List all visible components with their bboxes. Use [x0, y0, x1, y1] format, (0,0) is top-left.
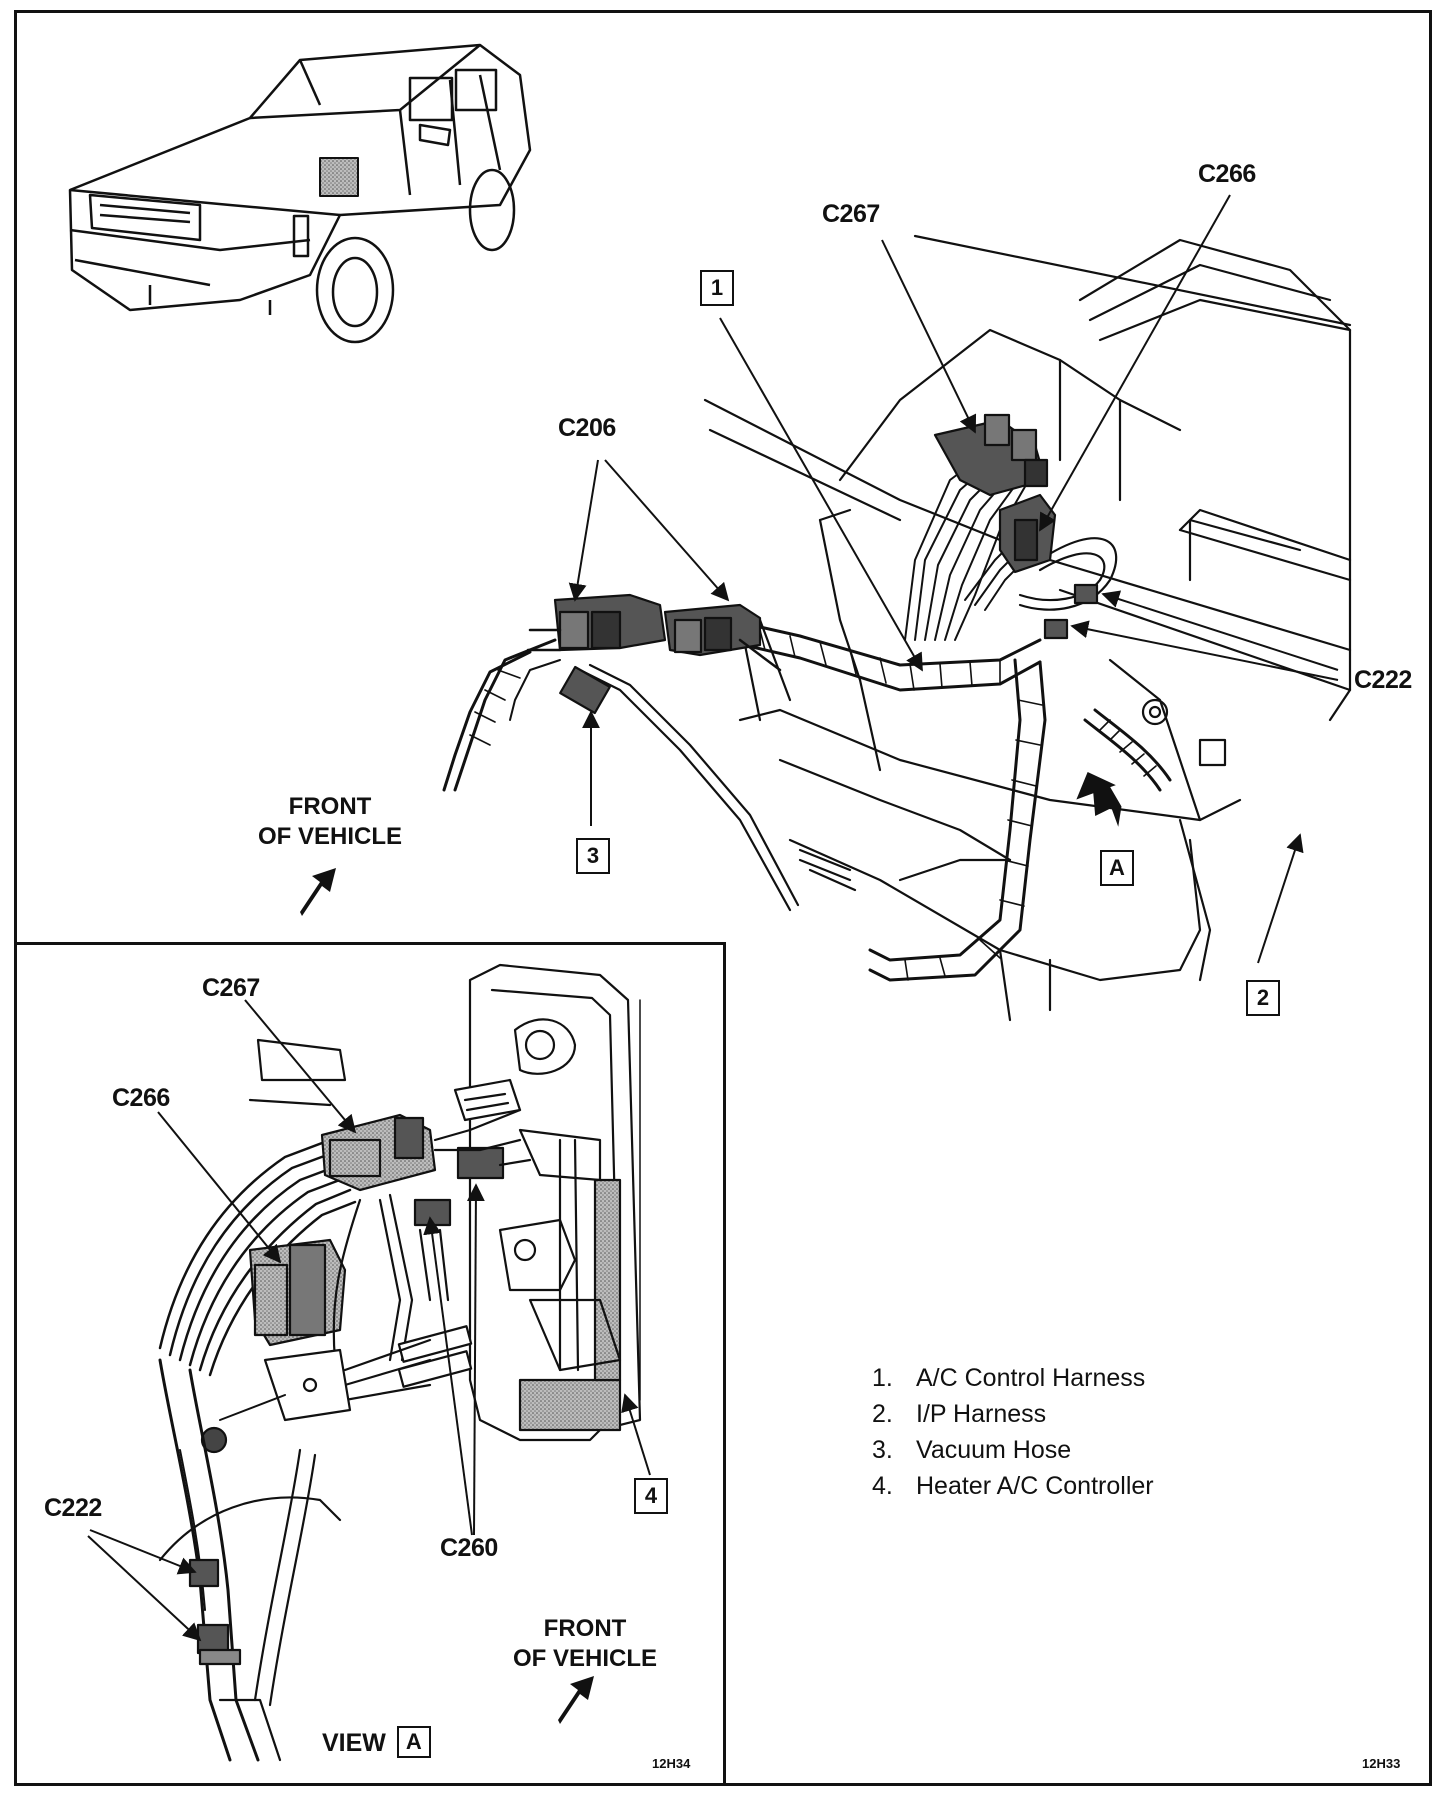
view-a-title: VIEW A	[322, 1726, 431, 1760]
c267-view-connector-shape	[320, 1113, 437, 1192]
c267-connector-shape	[933, 413, 1049, 497]
legend: 1. A/C Control Harness 2. I/P Harness 3. Va…	[872, 1360, 1154, 1504]
front-of-vehicle-view: FRONT OF VEHICLE	[490, 1614, 680, 1674]
view-a-inset-frame	[14, 942, 726, 1786]
c267-view-label: C267	[202, 974, 260, 1002]
c206-label: C206	[558, 414, 616, 442]
c260-label: C260	[440, 1534, 498, 1562]
legend-text: A/C Control Harness	[916, 1364, 1146, 1392]
legend-item: 1. A/C Control Harness	[872, 1360, 1154, 1396]
view-label: VIEW	[322, 1729, 386, 1757]
figure-code-main: 12H33	[1362, 1756, 1401, 1771]
front-arrow-main	[300, 868, 336, 916]
callout-3: 3	[576, 838, 610, 874]
front-line1: FRONT	[288, 793, 372, 820]
view-letter-box: A	[396, 1726, 431, 1758]
legend-num: 3.	[872, 1436, 893, 1464]
callout-1: 1	[700, 270, 734, 306]
legend-text: Vacuum Hose	[916, 1436, 1072, 1464]
legend-num: 1.	[872, 1364, 893, 1392]
front-of-vehicle-main: FRONT OF VEHICLE	[240, 792, 420, 852]
vehicle-thumbnail	[68, 43, 532, 344]
view-a-drawing	[158, 963, 642, 1762]
c267-label: C267	[822, 200, 880, 228]
main-leader-lines	[568, 194, 1339, 964]
c222-view-connector-shape-b	[196, 1623, 230, 1655]
c260-connector-shape-a	[456, 1146, 505, 1180]
c222-connector-shape-b	[1043, 618, 1069, 640]
callout-2: 2	[1246, 980, 1280, 1016]
c222-connector-shape-a	[1073, 583, 1099, 605]
c260-connector-shape-b	[413, 1198, 452, 1227]
c222-view-label: C222	[44, 1494, 102, 1522]
c206-connector-shape	[553, 593, 762, 657]
front-line2: OF VEHICLE	[257, 823, 402, 850]
legend-item: 2. I/P Harness	[872, 1396, 1154, 1432]
callout-4: 4	[634, 1478, 668, 1514]
callout-a: A	[1100, 850, 1134, 886]
legend-num: 2.	[872, 1400, 893, 1428]
front-view-line1: FRONT	[543, 1615, 627, 1642]
legend-num: 4.	[872, 1472, 893, 1500]
c266-view-label: C266	[112, 1084, 170, 1112]
front-view-line2: OF VEHICLE	[512, 1645, 657, 1672]
c222-view-connector-shape-a	[188, 1558, 220, 1588]
legend-item: 3. Vacuum Hose	[872, 1432, 1154, 1468]
c222-label: C222	[1354, 666, 1412, 694]
legend-text: I/P Harness	[916, 1400, 1047, 1428]
c266-label: C266	[1198, 160, 1256, 188]
front-arrow-view	[558, 1676, 594, 1724]
inset-leader-lines	[87, 999, 651, 1642]
figure-code-inset: 12H34	[652, 1756, 691, 1771]
c266-connector-shape	[998, 493, 1057, 574]
legend-text: Heater A/C Controller	[916, 1472, 1154, 1500]
legend-item: 4. Heater A/C Controller	[872, 1468, 1154, 1504]
c266-view-connector-shape	[248, 1238, 347, 1347]
dash-harness-drawing	[442, 234, 1352, 1022]
view-a-direction-arrow	[1076, 771, 1122, 827]
